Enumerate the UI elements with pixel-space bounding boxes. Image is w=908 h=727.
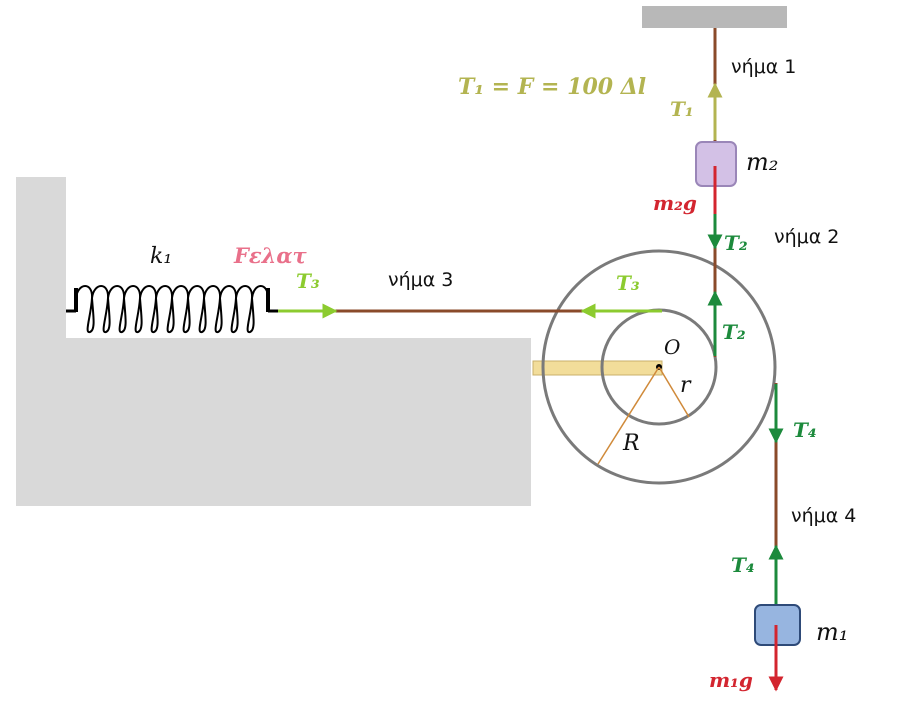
outer-pulley — [541, 249, 777, 485]
spring-constant-label: k₁ — [150, 244, 172, 269]
m1-label: m₁ — [816, 618, 848, 646]
t1-label: T₁ — [670, 97, 694, 121]
pulley-axle — [532, 360, 663, 376]
spring — [66, 285, 278, 334]
t4-down-label: T₄ — [793, 418, 817, 442]
formula-label: T₁ = F = 100 Δl — [458, 74, 646, 100]
outer-radius-label: R — [622, 431, 640, 456]
radius-r-line — [658, 366, 690, 418]
m2-label: m₂ — [746, 148, 778, 176]
ceiling — [642, 6, 787, 28]
inner-radius-label: r — [680, 373, 692, 398]
ground-block — [16, 177, 531, 506]
spring-force-label: Fελατ — [233, 243, 308, 268]
thread-1-label: νήμα 1 — [731, 56, 796, 78]
pulley-center-label: O — [664, 335, 680, 359]
thread-4-label: νήμα 4 — [791, 505, 856, 527]
thread-2-label: νήμα 2 — [774, 226, 839, 248]
radius-R-line — [597, 366, 660, 465]
t4-up-label: T₄ — [731, 553, 755, 577]
t3-pulley-label: T₃ — [616, 271, 640, 295]
thread-3-label: νήμα 3 — [388, 269, 453, 291]
m1g-label: m₁g — [709, 668, 753, 692]
t2-up-label: T₂ — [722, 320, 746, 344]
t2-down-label: T₂ — [724, 231, 748, 255]
t3-spring-label: T₃ — [296, 269, 320, 293]
m2g-label: m₂g — [653, 191, 697, 215]
